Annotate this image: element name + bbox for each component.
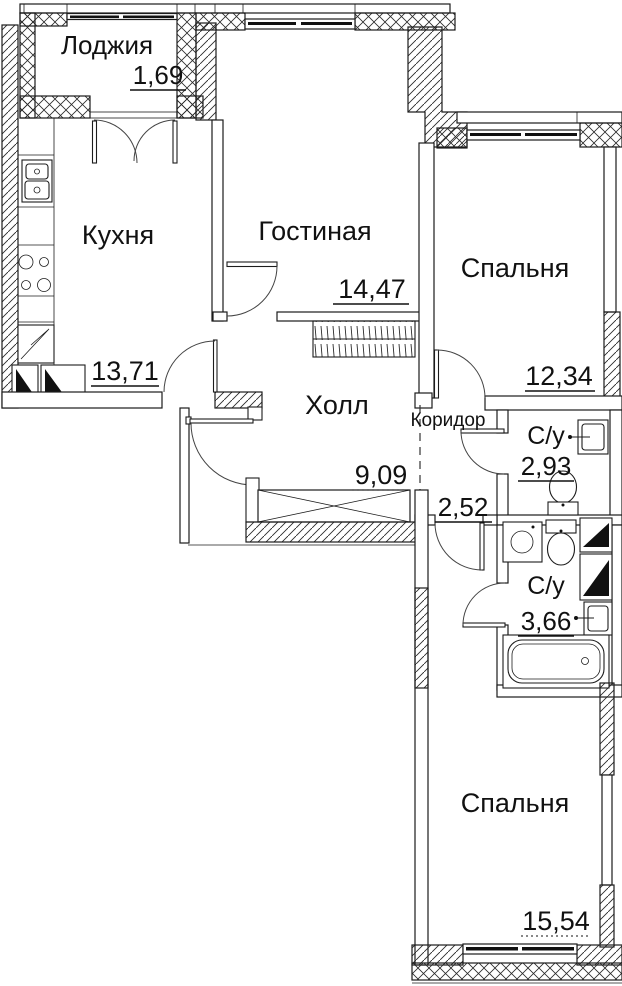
room-area-kitchen: 13,71 [91, 356, 159, 386]
room-label-bedroom1: Спальня [461, 253, 570, 283]
toilet-2 [545, 519, 577, 566]
room-label-bathroom1: С/у [527, 422, 565, 450]
kitchen-bottom-wall [1, 391, 263, 409]
washbasin-1 [568, 419, 609, 455]
loggia-walls [19, 12, 204, 119]
room-labels: Лоджия 1,69 Кухня 13,71 Гостиная 14,47 С… [61, 30, 595, 937]
room-area-loggia: 1,69 [133, 60, 184, 90]
loggia-kitchen-french-doors[interactable] [91, 119, 178, 164]
room-area-bedroom1: 12,34 [525, 361, 593, 391]
room-label-kitchen: Кухня [82, 220, 154, 250]
bathtub [502, 634, 610, 689]
room-label-living: Гостиная [258, 216, 371, 246]
room-area-bedroom2: 15,54 [522, 906, 590, 936]
bathroom2-door[interactable] [462, 582, 506, 628]
washing-machine [502, 521, 543, 563]
loggia-window [66, 12, 178, 21]
kitchen-sink [21, 159, 53, 203]
entrance-door[interactable] [189, 418, 254, 486]
room-label-corridor: Коридор [410, 410, 485, 431]
room-label-bedroom2: Спальня [461, 788, 570, 818]
living-room-walls [195, 12, 456, 322]
toilet-1 [547, 470, 579, 516]
room-area-bathroom2: 3,66 [521, 606, 572, 636]
entrance-zone [179, 406, 263, 544]
living-room-window [244, 18, 356, 30]
room-area-living: 14,47 [338, 274, 406, 304]
vent-duct [17, 324, 55, 364]
entrance-closet [188, 477, 424, 546]
kitchen-door[interactable] [163, 339, 218, 393]
washbasin-2 [574, 601, 613, 636]
stove [18, 254, 51, 292]
kitchen-outer-wall [1, 24, 19, 409]
room-label-loggia: Лоджия [61, 30, 153, 60]
bedroom-top-window [466, 129, 581, 141]
bedroom-top-door[interactable] [433, 349, 486, 399]
vent-shaft-bathroom [579, 517, 613, 601]
room-label-hall: Холл [305, 390, 369, 420]
balcony-parapet-band [19, 3, 451, 14]
room-label-bathroom2: С/у [527, 572, 565, 600]
room-area-bathroom1: 2,93 [521, 451, 572, 481]
room-area-corridor: 2,52 [438, 492, 489, 522]
living-room-door[interactable] [226, 261, 278, 317]
bathroom1-door[interactable] [460, 428, 505, 475]
lower-corridor-door[interactable] [434, 522, 485, 571]
wardrobe [312, 320, 416, 358]
lower-left-wall [414, 489, 429, 966]
room-area-hall: 9,09 [355, 460, 408, 490]
bedroom-top-walls [414, 111, 622, 411]
bedroom-bottom-window [462, 943, 578, 955]
bedroom-bottom-walls [411, 682, 622, 984]
